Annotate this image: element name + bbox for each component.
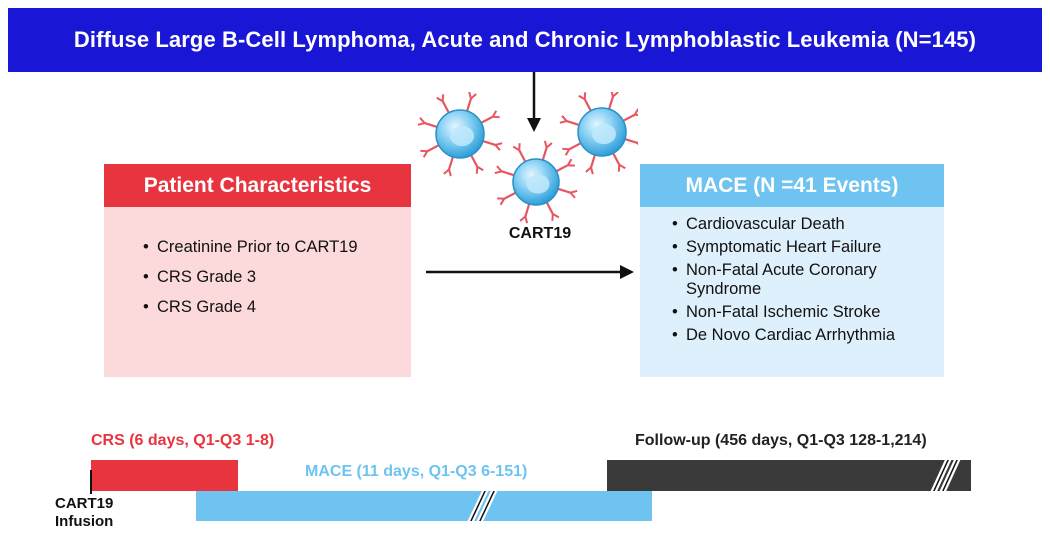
right-arrow [426,265,634,279]
patient-characteristics-box [104,207,411,377]
receptor-line [441,100,450,114]
receptor-line [424,122,438,128]
receptor-branch [610,92,614,97]
receptor-line [568,142,582,151]
list-item: Creatinine Prior to CART19 [143,237,358,258]
patient-characteristics-list: Creatinine Prior to CART19 CRS Grade 3 C… [143,237,358,327]
mace-timeline-bar [196,491,652,521]
list-item: Symptomatic Heart Failure [672,238,940,257]
receptor-branch [543,140,548,148]
infusion-label: CART19 Infusion [55,495,113,531]
receptor-line [608,96,614,110]
list-item: Non-Fatal Ischemic Stroke [672,303,940,322]
receptor-branch [496,165,503,173]
receptor-line [555,164,569,173]
t-cell-icon [418,92,638,224]
receptor-line [557,187,571,194]
receptor-branch [618,163,626,170]
receptor-branch [448,169,452,177]
receptor-branch [569,191,576,199]
list-item: CRS Grade 4 [143,297,358,318]
title-banner: Diffuse Large B-Cell Lymphoma, Acute and… [8,8,1042,72]
receptor-line [612,152,621,166]
receptor-branch [519,215,527,222]
down-arrow [527,72,541,132]
receptor-branch [559,120,567,124]
receptor-line [624,138,638,144]
receptor-line [426,144,440,153]
receptor-line [566,120,580,126]
receptor-branch [590,167,594,175]
receptor-branch [476,165,484,172]
receptor-line [583,98,592,112]
infusion-label-line: Infusion [55,513,114,530]
receptor-branch [470,93,477,100]
cell-nucleus [526,174,550,194]
axis-break-icon [467,491,498,521]
list-item: Cardiovascular Death [672,215,940,234]
receptor-branch [468,92,472,99]
receptor-line [482,140,496,146]
receptor-line [448,156,454,170]
receptor-branch [422,150,429,158]
receptor-branch [585,166,592,173]
receptor-branch [578,94,586,101]
list-item: Non-Fatal Acute Coronary Syndrome [672,261,940,299]
receptor-branch [612,92,619,98]
infusion-marker [90,470,92,494]
receptor-line [501,170,515,177]
followup-timeline-bar [607,460,971,491]
patient-characteristics-header: Patient Characteristics [104,164,411,207]
receptor-branch [524,216,529,224]
receptor-branch [494,144,501,151]
list-item: CRS Grade 3 [143,267,358,288]
followup-timeline-label: Follow-up (456 days, Q1-Q3 128-1,214) [635,432,927,449]
receptor-branch [495,142,503,146]
axis-break-icon [930,460,961,491]
receptor-branch [418,122,425,126]
receptor-line [541,147,548,161]
receptor-branch [564,148,571,156]
receptor-branch [494,170,502,175]
receptor-line [590,154,596,168]
crs-timeline-label: CRS (6 days, Q1-Q3 1-8) [91,432,275,449]
receptor-branch [633,108,638,116]
receptor-branch [499,198,506,206]
receptor-branch [436,96,444,103]
receptor-branch [545,142,553,149]
receptor-line [545,201,554,215]
infusion-label-line: CART19 [55,495,114,512]
receptor-line [518,149,527,163]
receptor-branch [552,212,560,219]
receptor-branch [637,141,638,144]
cell-nucleus [592,123,616,145]
mace-timeline-label: MACE (11 days, Q1-Q3 6-151) [305,463,528,480]
receptor-branch [561,115,568,122]
mace-events-list: Cardiovascular Death Symptomatic Heart F… [672,215,940,349]
cell-nucleus [450,125,474,147]
receptor-line [503,191,517,200]
receptor-line [466,98,472,112]
mace-header: MACE (N =41 Events) [640,164,944,207]
receptor-branch [570,189,578,194]
receptor-line [524,203,531,217]
receptor-branch [566,158,573,166]
receptor-line [622,113,636,122]
crs-timeline-bar [91,460,238,491]
cart19-label: CART19 [508,225,572,242]
receptor-branch [443,168,450,175]
receptor-line [470,154,479,168]
receptor-branch [491,110,498,118]
banner-title: Diffuse Large B-Cell Lymphoma, Acute and… [73,27,977,52]
receptor-branch [512,145,520,152]
list-item: De Novo Cardiac Arrhythmia [672,326,940,345]
receptor-branch [419,117,426,124]
receptor-line [480,115,494,124]
